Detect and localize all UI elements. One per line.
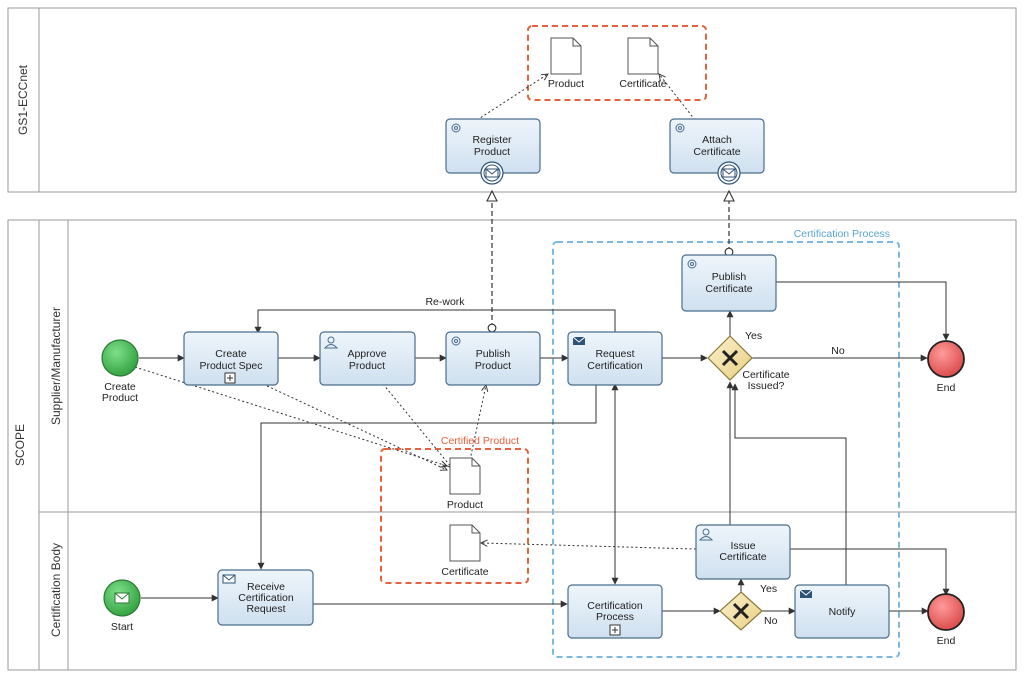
user-icon	[698, 528, 714, 541]
svg-text:Certificate: Certificate	[619, 78, 666, 90]
label-rework: Re-work	[425, 296, 465, 308]
svg-text:Issue: Issue	[730, 540, 755, 552]
svg-text:Request: Request	[595, 348, 634, 360]
flow-issue-to-end	[790, 548, 950, 596]
message-start-event[interactable]: Start	[103, 579, 141, 633]
message-boundary-event	[480, 161, 504, 185]
pool-label-scope: SCOPE	[13, 424, 27, 466]
svg-text:Certification: Certification	[238, 592, 294, 604]
data-object-product[interactable]: Product	[447, 457, 483, 511]
task-issue-certificate[interactable]: Issue Certificate	[695, 524, 791, 580]
group-gs1	[527, 25, 707, 101]
task-approve-product[interactable]: Approve Product	[319, 331, 416, 386]
svg-text:Register: Register	[472, 134, 512, 146]
group-certification-process: Certification Process	[552, 228, 900, 658]
lane-label-certbody: Certification Body	[49, 543, 63, 637]
svg-text:Approve: Approve	[347, 348, 386, 360]
message-boundary-event	[717, 161, 741, 185]
svg-text:Certification: Certification	[587, 360, 643, 372]
svg-text:Product: Product	[474, 146, 510, 158]
task-create-product-spec[interactable]: Create Product Spec	[183, 331, 279, 386]
svg-text:Create: Create	[215, 348, 247, 360]
start-event-create-product-label2: Product	[102, 392, 138, 404]
svg-text:Process: Process	[596, 611, 634, 623]
pool-label-gs1: GS1-ECCnet	[16, 64, 30, 135]
data-object-certificate-gs1[interactable]: Certificate	[619, 37, 667, 90]
svg-text:Product: Product	[447, 499, 483, 511]
svg-text:Certificate: Certificate	[441, 566, 488, 578]
task-certification-process[interactable]: Certification Process	[567, 584, 663, 639]
user-icon	[323, 336, 339, 349]
assoc-register-to-product-doc	[476, 74, 548, 121]
flow-request-to-receive	[257, 384, 597, 570]
svg-text:End: End	[937, 382, 956, 394]
group-label-certification-process: Certification Process	[794, 228, 890, 240]
label-no-top: No	[831, 345, 845, 357]
task-request-certification[interactable]: Request Certification	[567, 331, 663, 386]
gear-icon	[451, 123, 461, 133]
label-yes-bottom: Yes	[760, 583, 777, 595]
lane-label-supplier: Supplier/Manufacturer	[49, 307, 63, 425]
svg-text:Publish: Publish	[712, 271, 747, 283]
svg-text:Attach: Attach	[702, 134, 732, 146]
end-event-supplier[interactable]: End	[927, 340, 965, 394]
gateway-certification-decision[interactable]	[719, 591, 763, 631]
message-flows	[492, 191, 729, 328]
gear-icon	[687, 259, 697, 269]
flow-notify-to-topgateway	[731, 383, 847, 585]
assoc-approve-to-product	[382, 383, 452, 468]
flow-rework	[254, 309, 616, 334]
gear-icon	[675, 123, 685, 133]
svg-text:Notify: Notify	[829, 606, 857, 618]
data-object-product-gs1[interactable]: Product	[548, 37, 584, 90]
svg-text:Certificate: Certificate	[742, 369, 789, 381]
svg-text:Receive: Receive	[247, 581, 285, 593]
task-receive-certification-request[interactable]: Receive Certification Request	[217, 569, 314, 626]
subprocess-plus-icon	[609, 624, 621, 636]
svg-text:Certification: Certification	[587, 600, 643, 612]
svg-text:Publish: Publish	[476, 348, 511, 360]
label-yes-top: Yes	[745, 330, 762, 342]
svg-text:Request: Request	[246, 603, 285, 615]
svg-text:End: End	[937, 635, 956, 647]
gear-icon	[451, 336, 461, 346]
svg-text:Issued?: Issued?	[748, 380, 785, 392]
svg-text:Create: Create	[104, 381, 136, 393]
svg-text:Product Spec: Product Spec	[199, 360, 262, 372]
svg-text:Product: Product	[475, 360, 511, 372]
assoc-attach-to-certificate-doc	[659, 74, 696, 121]
task-attach-certificate[interactable]: Attach Certificate	[669, 118, 765, 185]
task-register-product[interactable]: Register Product	[445, 118, 541, 185]
task-publish-product[interactable]: Publish Product	[445, 331, 541, 386]
svg-text:Certificate: Certificate	[705, 283, 752, 295]
sequence-flows	[139, 281, 950, 615]
end-event-certbody[interactable]: End	[927, 593, 965, 647]
data-object-certificate[interactable]: Certificate	[441, 524, 489, 578]
assoc-product-to-publish	[469, 385, 486, 461]
group-label-certified-product: Certified Product	[441, 435, 519, 447]
envelope-icon	[222, 574, 236, 584]
label-no-bottom: No	[764, 615, 778, 627]
envelope-icon	[572, 336, 586, 345]
start-event-create-product[interactable]: Create	[101, 339, 139, 393]
subprocess-plus-icon	[224, 372, 236, 384]
task-notify[interactable]: Notify	[794, 584, 890, 639]
envelope-icon	[799, 589, 813, 598]
svg-text:Product: Product	[548, 78, 584, 90]
gateway-certificate-issued[interactable]: Certificate Issued?	[707, 335, 790, 392]
svg-text:Product: Product	[349, 360, 385, 372]
svg-text:Certificate: Certificate	[719, 551, 766, 563]
svg-text:Start: Start	[111, 621, 133, 633]
task-publish-certificate[interactable]: Publish Certificate	[681, 254, 777, 312]
flow-publishcert-to-end	[776, 281, 950, 341]
svg-text:Certificate: Certificate	[693, 146, 740, 158]
group-certified-product: Certified Product	[380, 435, 529, 584]
